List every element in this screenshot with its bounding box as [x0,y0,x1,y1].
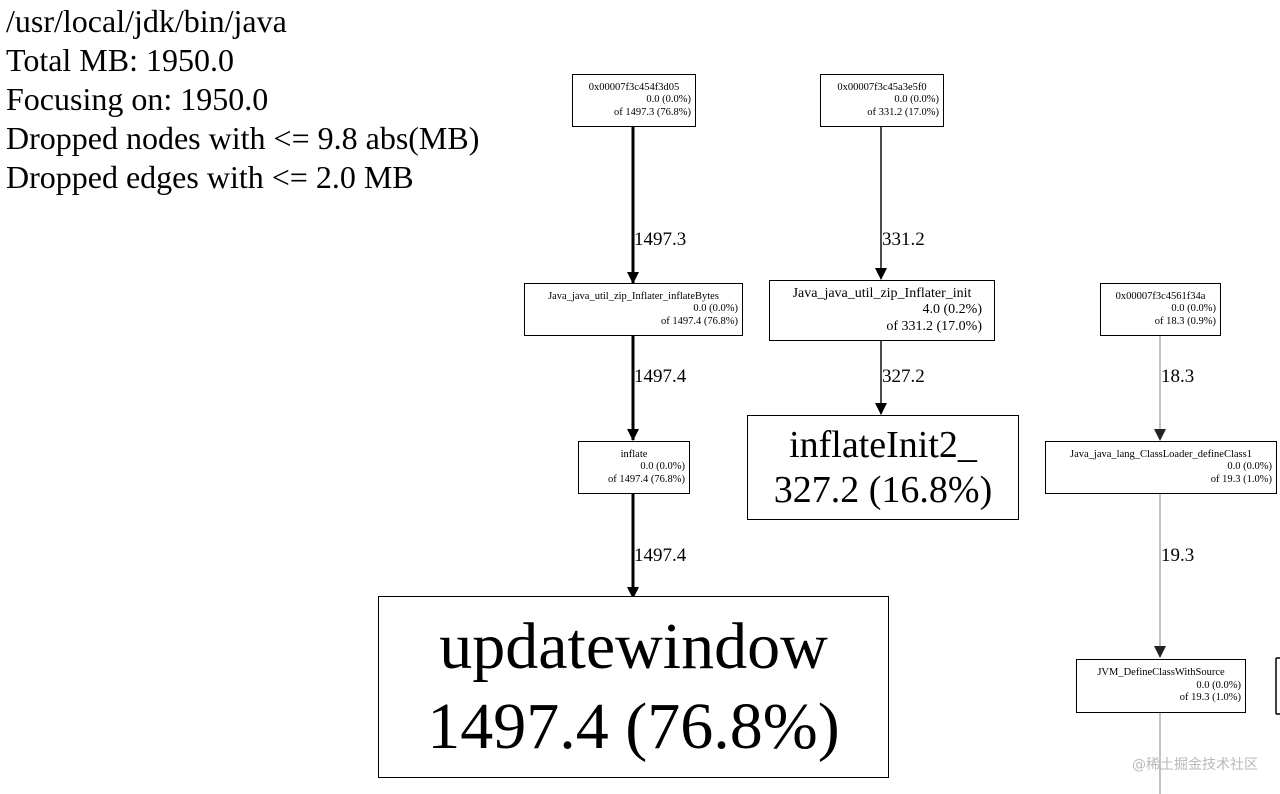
node-value: 1497.4 (76.8%) [427,690,840,763]
watermark: @稀土掘金技术社区 [1132,757,1258,773]
edge-label: 331.2 [882,229,925,250]
node-name: updatewindow [439,610,828,683]
node-name: Java_java_lang_ClassLoader_defineClass1 [1070,448,1252,460]
node-inflate[interactable]: inflate 0.0 (0.0%) of 1497.4 (76.8%) [578,441,690,494]
node-flat: 0.0 (0.0%) [1196,679,1241,691]
node-name: 0x00007f3c45a3e5f0 [837,81,927,93]
node-cum: of 1497.4 (76.8%) [608,473,685,485]
node-inflater-init[interactable]: Java_java_util_zip_Inflater_init 4.0 (0.… [769,280,995,341]
node-cum: of 19.3 (1.0%) [1179,692,1241,704]
edge-label: 1497.4 [634,545,687,566]
node-name: JVM_DefineClassWithSource [1097,667,1225,679]
node-name: Java_java_util_zip_Inflater_inflateBytes [548,290,719,302]
node-flat: 0.0 (0.0%) [894,94,939,106]
node-flat: 4.0 (0.2%) [922,302,983,318]
node-flat: 0.0 (0.0%) [1227,461,1272,473]
node-cum: of 18.3 (0.9%) [1154,315,1216,327]
edge-label: 327.2 [882,366,925,387]
node-cum: of 331.2 (17.0%) [867,106,939,118]
node-flat: 0.0 (0.0%) [1171,303,1216,315]
node-addr-b[interactable]: 0x00007f3c45a3e5f0 0.0 (0.0%) of 331.2 (… [820,74,944,127]
node-name: 0x00007f3c4561f34a [1115,290,1206,302]
dropped-edges-note: Dropped edges with <= 2.0 MB [6,159,414,195]
node-cum: of 1497.4 (76.8%) [661,315,738,327]
node-jvm-define-class[interactable]: JVM_DefineClassWithSource 0.0 (0.0%) of … [1076,659,1246,713]
node-inflate-init2[interactable]: inflateInit2_ 327.2 (16.8%) [747,415,1019,520]
node-cum: of 19.3 (1.0%) [1210,473,1272,485]
node-cum: of 331.2 (17.0%) [886,318,982,334]
total-mb: Total MB: 1950.0 [6,42,234,78]
dropped-nodes-note: Dropped nodes with <= 9.8 abs(MB) [6,120,480,156]
node-updatewindow[interactable]: updatewindow 1497.4 (76.8%) [378,596,889,778]
program-path: /usr/local/jdk/bin/java [6,3,287,39]
profile-header: /usr/local/jdk/bin/java Total MB: 1950.0… [6,2,479,197]
edge-label: 18.3 [1161,366,1195,387]
node-addr-a[interactable]: 0x00007f3c454f3d05 0.0 (0.0%) of 1497.3 … [572,74,696,127]
node-name: inflate [620,448,648,460]
node-value: 327.2 (16.8%) [773,468,993,511]
node-name: Java_java_util_zip_Inflater_init [792,285,972,301]
edge-label: 1497.3 [634,229,687,250]
edge-label: 19.3 [1161,545,1195,566]
focusing-on: Focusing on: 1950.0 [6,81,269,117]
node-addr-c[interactable]: 0x00007f3c4561f34a 0.0 (0.0%) of 18.3 (0… [1100,283,1221,336]
node-define-class1[interactable]: Java_java_lang_ClassLoader_defineClass1 … [1045,441,1277,494]
node-name: inflateInit2_ [789,423,977,466]
node-cum: of 1497.3 (76.8%) [614,106,691,118]
node-flat: 0.0 (0.0%) [640,461,685,473]
edge-label: 1497.4 [634,366,687,387]
node-name: 0x00007f3c454f3d05 [588,81,680,93]
node-inflate-bytes[interactable]: Java_java_util_zip_Inflater_inflateBytes… [524,283,743,336]
node-flat: 0.0 (0.0%) [646,94,691,106]
node-flat: 0.0 (0.0%) [693,303,738,315]
